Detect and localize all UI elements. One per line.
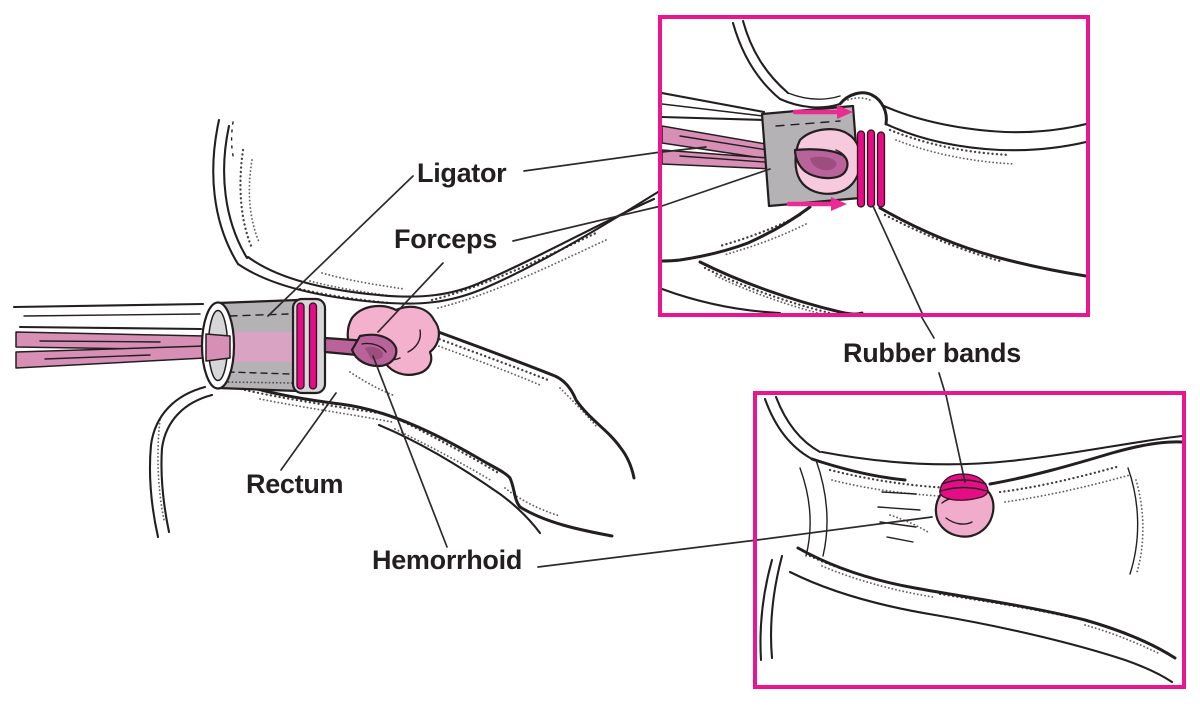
inset1-leader-segments <box>662 146 923 313</box>
inset-band-placement-art <box>662 19 1086 313</box>
inset1-anatomy-walls <box>662 19 1086 313</box>
inset1-forceps-shafts <box>662 125 796 171</box>
inset1-rubber-bands <box>856 129 886 208</box>
inset1-forceps-jaws <box>793 148 849 180</box>
inset2-anatomy-walls <box>759 395 1182 684</box>
forceps-label: Forceps <box>394 224 497 254</box>
ligator-barrel <box>200 298 300 393</box>
forceps-shafts <box>15 331 206 369</box>
inset1-ligator-sleeve <box>662 91 768 122</box>
inset1-stipple <box>703 96 1016 313</box>
inset-ligated-result <box>753 391 1186 689</box>
hemorrhoid-label: Hemorrhoid <box>372 545 523 575</box>
rubber-bands-ligated <box>939 473 989 501</box>
inset-ligated-result-art <box>757 395 1182 684</box>
rubber-bands-main <box>291 297 327 395</box>
inset2-mucosal-folds <box>877 491 921 543</box>
inset2-leader-segments <box>757 395 966 541</box>
push-arrows <box>786 105 853 211</box>
rubber-bands-label: Rubber bands <box>843 338 1021 368</box>
ligator-sleeve <box>12 302 205 331</box>
rectum-label: Rectum <box>246 469 344 499</box>
forceps-tip <box>323 333 398 368</box>
inset-band-placement <box>658 15 1090 317</box>
ligator-label: Ligator <box>417 158 507 188</box>
